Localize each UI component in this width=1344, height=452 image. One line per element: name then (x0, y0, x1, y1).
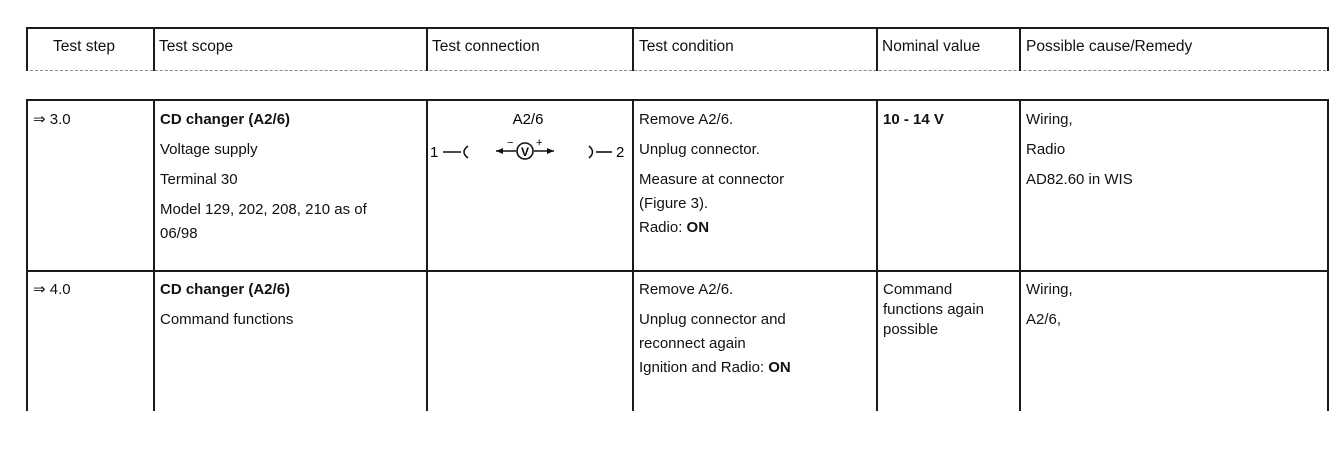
condition-line: Unplug connector and (639, 311, 786, 328)
row-step: ⇒ 3.0 (33, 111, 71, 128)
header-possible-cause: Possible cause/Remedy (1026, 38, 1193, 55)
condition-line: Unplug connector. (639, 141, 760, 158)
condition-line: Remove A2/6. (639, 111, 734, 128)
header-test-step: Test step (53, 38, 116, 55)
body-col-divider (26, 99, 28, 411)
scope-line: Terminal 30 (160, 171, 238, 188)
condition-line: (Figure 3). (639, 195, 709, 212)
header-col-divider (153, 27, 155, 71)
body-col-divider (153, 99, 155, 411)
row-step: ⇒ 4.0 (33, 281, 71, 298)
condition-line: Remove A2/6. (639, 281, 734, 298)
header-col-divider (426, 27, 428, 71)
header-test-connection: Test connection (432, 38, 540, 55)
body-col-divider (1019, 99, 1021, 411)
row-scope: CD changer (A2/6) Command functions (160, 280, 422, 340)
condition-label: Radio: (639, 219, 687, 236)
row-condition: Remove A2/6. Unplug connector and reconn… (639, 280, 873, 388)
cause-line: Radio (1026, 141, 1066, 158)
header-col-divider (1019, 27, 1021, 71)
pin-left-label: 1 (430, 144, 438, 161)
component-label: A2/6 (513, 111, 544, 128)
scope-line: Command functions (160, 311, 294, 328)
header-test-scope: Test scope (159, 38, 234, 55)
row-cause: Wiring, Radio AD82.60 in WIS (1026, 110, 1322, 200)
arrow-right-icon (547, 148, 554, 154)
cause-line: Wiring, (1026, 111, 1073, 128)
condition-state: ON (686, 219, 710, 236)
pin-right-label: 2 (616, 144, 624, 161)
voltmeter-symbol: V (521, 145, 529, 159)
row-divider (26, 270, 1329, 272)
condition-line-final: Ignition and Radio: ON (639, 358, 873, 378)
scope-title: CD changer (A2/6) (160, 111, 291, 128)
nominal-line: Command (883, 281, 953, 298)
body-col-divider (426, 99, 428, 411)
voltage-measurement-diagram: A2/6 1 − V + 2 (428, 106, 632, 166)
plus-sign: + (536, 137, 542, 149)
table-top-border (26, 27, 1329, 29)
male-connector-symbol (588, 145, 594, 159)
body-col-divider (632, 99, 634, 411)
header-col-divider (876, 27, 878, 71)
minus-sign: − (507, 137, 513, 149)
cause-line: A2/6, (1026, 311, 1062, 328)
scope-title: CD changer (A2/6) (160, 281, 291, 298)
voltmeter-icon (516, 142, 534, 160)
row-scope: CD changer (A2/6) Voltage supply Termina… (160, 110, 422, 254)
condition-line: reconnect again (639, 335, 746, 352)
header-bottom-dashed-rule (30, 70, 1326, 71)
body-top-border (26, 99, 1329, 101)
condition-label: Ignition and Radio: (639, 359, 769, 376)
nominal-value: 10 - 14 V (883, 111, 944, 128)
nominal-line: possible (883, 321, 939, 338)
scope-line: Model 129, 202, 208, 210 as of (160, 201, 367, 218)
row-nominal: 10 - 14 V (883, 110, 1015, 130)
header-col-divider (1327, 27, 1329, 71)
header-test-condition: Test condition (639, 38, 734, 55)
row-cause: Wiring, A2/6, (1026, 280, 1322, 340)
condition-line-final: Radio: ON (639, 218, 873, 238)
row-nominal: Command functions again possible (883, 280, 1015, 340)
scope-line: 06/98 (160, 225, 198, 242)
cause-line: Wiring, (1026, 281, 1073, 298)
cause-line: AD82.60 in WIS (1026, 171, 1133, 188)
nominal-line: functions again (883, 301, 984, 318)
body-col-divider (1327, 99, 1329, 411)
arrow-left-icon (496, 148, 503, 154)
female-connector-symbol (463, 145, 469, 159)
header-col-divider (26, 27, 28, 71)
row-condition: Remove A2/6. Unplug connector. Measure a… (639, 110, 873, 248)
measurement-schematic: A2/6 1 − V + 2 (430, 111, 624, 161)
condition-line: Measure at connector (639, 171, 785, 188)
header-col-divider (632, 27, 634, 71)
header-nominal-value: Nominal value (882, 38, 981, 55)
body-col-divider (876, 99, 878, 411)
condition-state: ON (768, 359, 791, 376)
scope-line: Voltage supply (160, 141, 258, 158)
